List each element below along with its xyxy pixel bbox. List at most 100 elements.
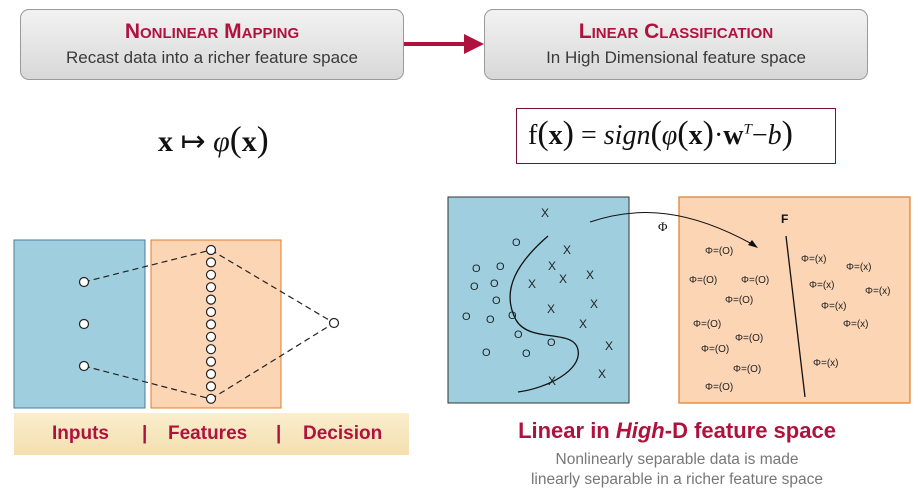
classifier-formula: f(x) = sign(φ(x)·wT−b) [528,115,793,152]
headline-before: Linear in [518,418,616,443]
phi-o-point: Φ=(O) [705,246,733,257]
phi-x-point: Φ=(x) [865,286,890,297]
input-node [78,276,90,288]
nonlinear-mapping-subtitle: Recast data into a richer feature space [66,48,358,67]
phi-x-point: Φ=(x) [846,262,871,273]
decision-node [328,317,340,329]
x-point: X [579,317,587,331]
top-arrow-head [464,34,484,54]
legend-sep-1: | [142,423,148,444]
o-point: O [547,337,556,349]
formula-mapsto: ↦ [180,125,206,158]
feature-node [205,393,217,404]
feature-node [205,331,217,342]
o-point: O [482,347,491,359]
x-point: X [541,206,549,220]
input-node [78,360,90,372]
headline-em: High [615,418,665,443]
linear-classification-title: Linear Classification [578,20,774,43]
x-point: X [563,243,571,257]
formula-minus: − [751,120,768,151]
o-point: O [512,237,521,249]
phi-o-points-group: Φ=(O)Φ=(O)Φ=(O)Φ=(O)Φ=(O)Φ=(O)Φ=(O)Φ=(O)… [689,246,769,393]
nonlinear-boundary [509,235,579,393]
o-point: O [514,329,523,341]
feature-node [205,269,217,280]
layer-legend: Inputs | Features | Decision [14,413,409,455]
F-label: F [781,212,788,226]
legend-decision: Decision [303,423,383,444]
phi-x-point: Φ=(x) [843,319,868,330]
x-point: X [598,367,606,381]
mapping-formula: x ↦ φ(x) [158,119,269,159]
feature-node [205,257,217,268]
phi-x-points-group: Φ=(x)Φ=(x)Φ=(x)Φ=(x)Φ=(x)Φ=(x)Φ=(x) [801,254,890,369]
network-dashed-lines [83,249,335,400]
phi-o-point: Φ=(O) [689,275,717,286]
headline-after: -D feature space [664,418,836,443]
o-point: O [508,310,517,322]
formula-sign: sign [603,120,651,151]
o-point: O [486,314,495,326]
o-point: O [462,311,471,323]
feature-node [205,244,217,256]
feature-space-panel [678,196,911,404]
feature-node [205,344,217,355]
formula-eq: = [580,120,597,151]
formula-b: b [767,120,782,151]
x-point: X [548,259,556,273]
x-point: X [548,374,556,388]
feature-node [205,368,217,380]
phi-o-point: Φ=(O) [725,295,753,306]
feature-node [205,319,217,330]
x-point: X [586,268,594,282]
phi-label: Φ [658,219,668,234]
mapping-arc [589,212,753,245]
linear-boundary [785,235,806,398]
x-point: X [559,272,567,286]
phi-o-point: Φ=(O) [733,364,761,375]
feature-node [205,294,217,305]
x-point: X [528,277,536,291]
caption-line-2: linearly separable in a richer feature s… [530,471,824,488]
o-point: O [492,295,501,307]
linear-classification-subtitle: In High Dimensional feature space [546,48,806,67]
o-point: O [522,348,531,360]
phi-x-point: Φ=(x) [801,254,826,265]
legend-sep-2: | [276,423,282,444]
formula-x-arg: x [241,125,257,158]
formula-T: T [743,121,752,138]
phi-o-point: Φ=(O) [735,333,763,344]
formula-phi2: φ [661,120,678,151]
legend-inputs: Inputs [52,423,109,444]
formula-dot: · [713,120,724,151]
x-point: X [590,297,598,311]
linear-classification-box: Linear Classification In High Dimensiona… [484,9,868,80]
phi-o-point: Φ=(O) [741,275,769,286]
formula-f-x: x [548,120,563,151]
feature-node [205,306,217,318]
phi-o-point: Φ=(O) [701,344,729,355]
input-space-panel [447,196,630,404]
formula-w: w [723,120,744,151]
legend-features: Features [168,423,248,444]
input-node [78,318,90,330]
classifier-formula-box [516,108,836,164]
phi-x-point: Φ=(x) [821,301,846,312]
nonlinear-mapping-box: Nonlinear Mapping Recast data into a ric… [20,9,404,80]
formula-x2: x [688,120,703,151]
feature-node [205,356,217,367]
phi-o-point: Φ=(O) [705,382,733,393]
phi-o-point: Φ=(O) [693,319,721,330]
formula-phi: φ [213,125,230,158]
o-point: O [472,263,481,275]
nonlinear-mapping-title: Nonlinear Mapping [124,20,300,43]
o-point: O [470,281,479,293]
o-point: O [496,261,505,273]
formula-x: x [158,125,173,158]
feature-node [205,381,217,392]
caption-line-1: Nonlinearly separable data is made [555,451,799,468]
